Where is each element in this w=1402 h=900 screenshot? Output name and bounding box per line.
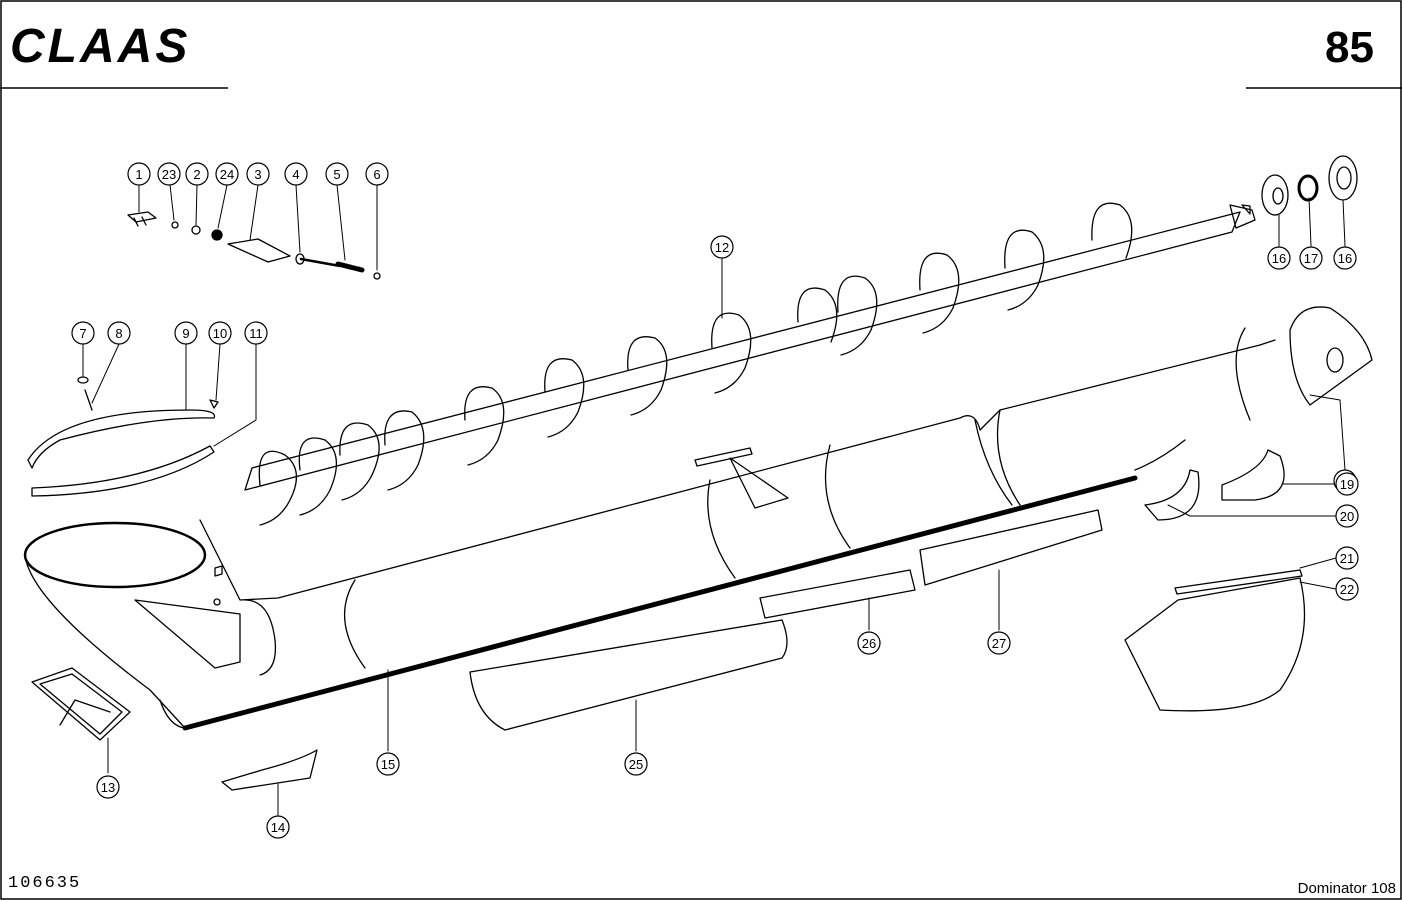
callout-circle (215, 162, 239, 186)
drawing-number: 106635 (8, 874, 81, 893)
callout-circle (1335, 472, 1359, 496)
callout-group: 1232243456789101112131415161716181920212… (71, 162, 1359, 839)
callout-6: 6 (365, 162, 389, 186)
callout-label: 23 (162, 167, 176, 182)
callout-label: 19 (1340, 477, 1354, 492)
callout-circle (624, 752, 648, 776)
callout-label: 15 (381, 757, 395, 772)
callout-label: 5 (333, 167, 340, 182)
page-number: 85 (1325, 23, 1374, 72)
callout-label: 26 (862, 636, 876, 651)
wear-strips (1144, 449, 1285, 521)
callout-24: 24 (215, 162, 239, 186)
callout-circle (284, 162, 308, 186)
callout-label: 1 (135, 167, 142, 182)
callout-label: 21 (1340, 551, 1354, 566)
callout-5: 5 (325, 162, 349, 186)
callout-10: 10 (208, 321, 232, 345)
callout-label: 16 (1272, 251, 1286, 266)
callout-circle (71, 321, 95, 345)
callout-25: 25 (624, 752, 648, 776)
callout-21: 21 (1335, 546, 1359, 570)
callout-circle (96, 775, 120, 799)
auger-housing (23, 327, 1276, 731)
callout-circle (1335, 504, 1359, 528)
scraper-part (221, 749, 318, 791)
callout-11: 11 (244, 321, 268, 345)
callout-27: 27 (987, 631, 1011, 655)
callout-15: 15 (376, 752, 400, 776)
callout-label: 6 (373, 167, 380, 182)
fastener-parts (127, 211, 381, 280)
callout-17: 17 (1299, 246, 1323, 270)
callout-label: 25 (629, 757, 643, 772)
callout-circle (1335, 546, 1359, 570)
callout-label: 7 (79, 326, 86, 341)
callout-13: 13 (96, 775, 120, 799)
callout-circle (174, 321, 198, 345)
callout-19: 19 (1335, 472, 1359, 496)
callout-7: 7 (71, 321, 95, 345)
callout-circle (1267, 246, 1291, 270)
callout-9: 9 (174, 321, 198, 345)
callout-20: 20 (1335, 504, 1359, 528)
callout-label: 16 (1338, 251, 1352, 266)
callout-label: 3 (254, 167, 261, 182)
callout-circle (857, 631, 881, 655)
callout-22: 22 (1335, 577, 1359, 601)
hopper-part (31, 667, 131, 741)
callout-label: 27 (992, 636, 1006, 651)
callout-26: 26 (857, 631, 881, 655)
end-plate (1289, 306, 1373, 406)
callout-circle (1335, 577, 1359, 601)
callout-circle (107, 321, 131, 345)
leader-lines (82, 184, 1346, 816)
callout-label: 11 (249, 326, 263, 341)
callout-4: 4 (284, 162, 308, 186)
callout-label: 12 (715, 240, 729, 255)
auger-flight (244, 202, 1256, 526)
brand-logo: CLAAS (10, 20, 190, 73)
callout-16: 16 (1267, 246, 1291, 270)
callout-label: 8 (115, 326, 122, 341)
callout-circle (325, 162, 349, 186)
callout-circle (376, 752, 400, 776)
callout-circle (266, 815, 290, 839)
callout-label: 22 (1340, 582, 1354, 597)
callout-12: 12 (710, 235, 734, 259)
callout-label: 20 (1340, 509, 1354, 524)
callout-circle (157, 162, 181, 186)
liner-parts (469, 509, 1103, 731)
callout-circle (1299, 246, 1323, 270)
callout-circle (987, 631, 1011, 655)
callout-circle (710, 235, 734, 259)
callout-circle (246, 162, 270, 186)
callout-label: 13 (101, 780, 115, 795)
callout-label: 17 (1304, 251, 1318, 266)
callout-8: 8 (107, 321, 131, 345)
callout-circle (244, 321, 268, 345)
callout-2: 2 (185, 162, 209, 186)
callout-circle (208, 321, 232, 345)
callout-label: 4 (292, 167, 299, 182)
callout-circle (365, 162, 389, 186)
callout-label: 24 (220, 167, 234, 182)
callout-circle (127, 162, 151, 186)
callout-label: 14 (271, 820, 285, 835)
cover-parts (1124, 569, 1306, 712)
callout-16: 16 (1333, 246, 1357, 270)
model-name: Dominator 108 (1298, 880, 1396, 897)
callout-23: 23 (157, 162, 181, 186)
callout-1: 1 (127, 162, 151, 186)
callout-circle (185, 162, 209, 186)
callout-label: 9 (182, 326, 189, 341)
callout-14: 14 (266, 815, 290, 839)
callout-label: 2 (193, 167, 200, 182)
callout-3: 3 (246, 162, 270, 186)
callout-label: 10 (213, 326, 227, 341)
ring-parts (27, 376, 219, 497)
callout-circle (1333, 246, 1357, 270)
